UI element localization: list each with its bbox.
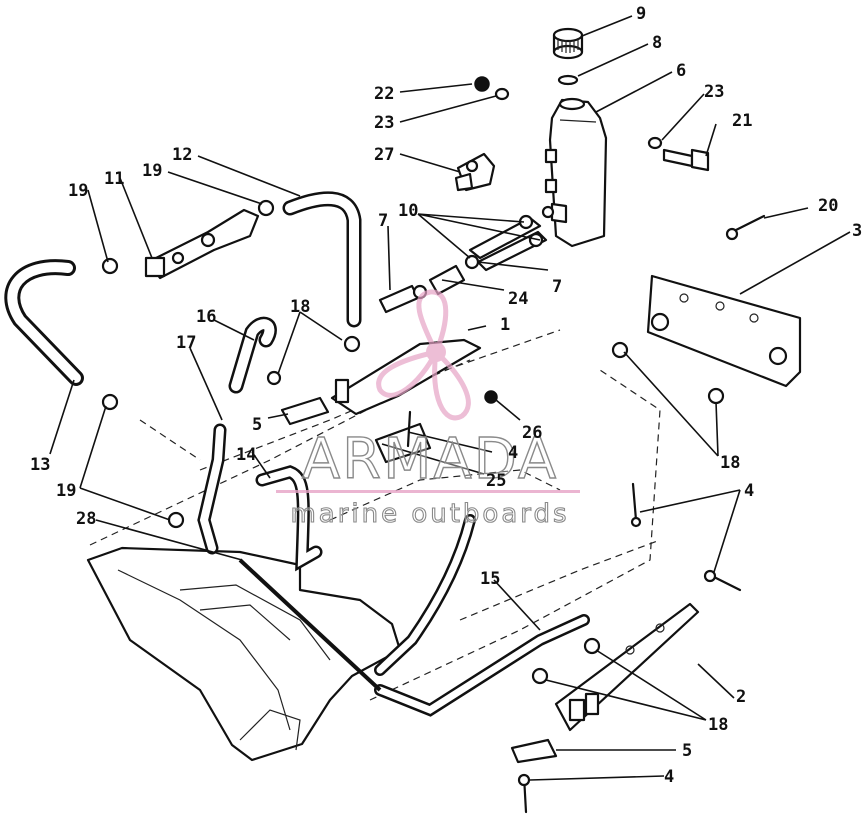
hose-12 xyxy=(282,191,362,328)
callout-13: 13 xyxy=(30,455,50,475)
callout-22: 22 xyxy=(374,84,394,104)
plate-5-upper xyxy=(280,396,330,426)
callout-9: 9 xyxy=(636,4,646,24)
callout-26: 26 xyxy=(522,423,542,443)
callout-17: 17 xyxy=(176,333,196,353)
hose-16 xyxy=(228,316,277,394)
callout-labels: 9 8 6 22 23 23 21 27 12 19 11 10 19 7 7 … xyxy=(30,4,862,787)
callout-23-left: 23 xyxy=(374,113,394,133)
cap-gasket xyxy=(557,74,579,86)
nut xyxy=(474,76,490,92)
callout-3: 3 xyxy=(852,221,862,241)
mounting-bracket xyxy=(454,152,496,192)
mounting-plate-2 xyxy=(554,602,700,732)
callout-25: 25 xyxy=(486,471,506,491)
watermark-brand: ARMADA xyxy=(302,427,558,492)
callout-21: 21 xyxy=(732,111,752,131)
fuel-line-28 xyxy=(238,558,382,692)
callout-10: 10 xyxy=(398,201,418,221)
watermark-underline xyxy=(276,490,580,493)
callout-18-right: 18 xyxy=(720,453,740,473)
propeller-logo-icon xyxy=(376,289,471,421)
callout-7-left: 7 xyxy=(378,211,388,231)
callout-23-right: 23 xyxy=(704,82,724,102)
mounting-plate-3 xyxy=(646,274,802,388)
callout-2: 2 xyxy=(736,687,746,707)
callout-5-lower: 5 xyxy=(682,741,692,761)
callout-6: 6 xyxy=(676,61,686,81)
callout-18-upper: 18 xyxy=(290,297,310,317)
reservoir-cap xyxy=(552,27,584,60)
callout-15: 15 xyxy=(480,569,500,589)
hose-15 xyxy=(374,514,590,717)
callout-1: 1 xyxy=(500,315,510,335)
callout-19-bottom: 19 xyxy=(56,481,76,501)
callout-7-right: 7 xyxy=(552,277,562,297)
callout-20: 20 xyxy=(818,196,838,216)
leader-lines xyxy=(49,15,851,781)
washer-right xyxy=(647,136,663,150)
callout-19-left: 19 xyxy=(68,181,88,201)
callout-12: 12 xyxy=(172,145,192,165)
callout-5-upper: 5 xyxy=(252,415,262,435)
callout-16: 16 xyxy=(196,307,216,327)
screws xyxy=(406,214,766,814)
callout-24: 24 xyxy=(508,289,528,309)
callout-11: 11 xyxy=(104,169,124,189)
callout-18-lower: 18 xyxy=(708,715,728,735)
clamps xyxy=(101,199,725,685)
hose-17 xyxy=(197,423,227,555)
watermark-tagline: marine outboards xyxy=(290,499,569,529)
watermark: ARMADA marine outboards xyxy=(276,289,580,530)
hose-14 xyxy=(255,465,323,572)
callout-19-top: 19 xyxy=(142,161,162,181)
washer-upper xyxy=(494,87,510,101)
callout-4-bottom: 4 xyxy=(664,767,674,787)
mounting-bolt xyxy=(662,148,710,172)
callout-4-right: 4 xyxy=(744,481,754,501)
oil-pump-11 xyxy=(144,208,260,280)
oil-reservoir-tank xyxy=(544,97,608,248)
hull-frame xyxy=(86,329,661,762)
callout-14: 14 xyxy=(236,445,256,465)
plate-5-lower xyxy=(510,738,558,764)
hose-13 xyxy=(4,259,84,386)
callout-8: 8 xyxy=(652,33,662,53)
callout-28: 28 xyxy=(76,509,96,529)
callout-27: 27 xyxy=(374,145,394,165)
nut-26 xyxy=(484,390,498,404)
callout-4-mid: 4 xyxy=(508,443,518,463)
